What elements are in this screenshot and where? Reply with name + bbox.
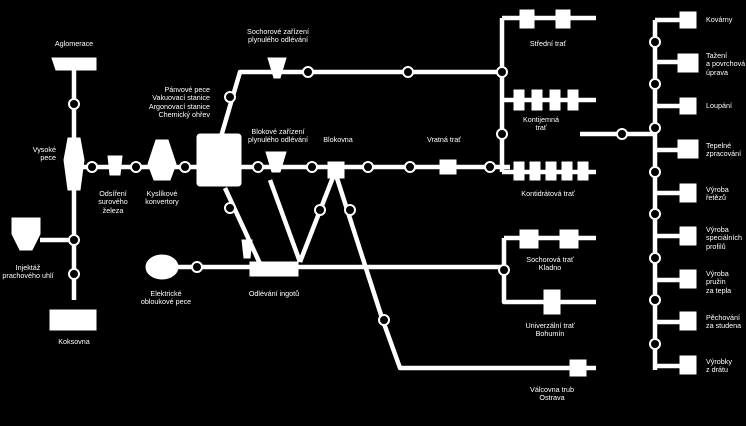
label-sochorove-zarizeni: Sochorové zařízení plynulého odlévání bbox=[247, 27, 309, 45]
label-sochorova-trat: Sochorová trať Kladno bbox=[526, 255, 574, 273]
wire-rod-mill-icon bbox=[513, 161, 525, 181]
node bbox=[496, 128, 508, 140]
node bbox=[402, 66, 414, 78]
label-koksovna: Koksovna bbox=[58, 337, 90, 346]
label-aglomerace: Aglomerace bbox=[54, 39, 94, 48]
desulfurization-icon bbox=[107, 155, 123, 176]
bloom-caster-icon bbox=[265, 151, 287, 173]
heat-treatment-icon bbox=[677, 139, 699, 159]
label-vysoke-pece: Vysoké pece bbox=[32, 145, 56, 163]
label-valcovna-trub: Válcovna trub Ostrava bbox=[530, 385, 574, 403]
universal-mill-icon bbox=[543, 289, 561, 315]
sinter-plant-icon bbox=[51, 57, 97, 71]
node bbox=[68, 268, 80, 280]
node bbox=[314, 204, 326, 216]
injection-icon bbox=[11, 217, 41, 251]
node bbox=[649, 78, 661, 90]
label-elektricke: Elektrické obloukové pece bbox=[140, 289, 192, 307]
label-loupani: Loupání bbox=[706, 101, 732, 110]
node bbox=[86, 161, 98, 173]
node bbox=[224, 91, 236, 103]
converter-icon bbox=[147, 139, 177, 181]
node bbox=[252, 161, 264, 173]
node bbox=[191, 261, 203, 273]
node bbox=[306, 161, 318, 173]
node bbox=[616, 128, 628, 140]
continuous-mill-icon bbox=[513, 89, 525, 111]
peeling-icon bbox=[679, 97, 697, 115]
node bbox=[302, 66, 314, 78]
node bbox=[404, 161, 416, 173]
node bbox=[649, 208, 661, 220]
label-kontijemna-trat: Kontijemná trať bbox=[523, 115, 559, 133]
electric-arc-furnace-icon bbox=[145, 254, 179, 280]
node bbox=[649, 36, 661, 48]
tube-mill-icon bbox=[569, 359, 587, 377]
node bbox=[484, 161, 496, 173]
blast-furnace-icon bbox=[63, 137, 85, 191]
label-odlevani-ingotu: Odlévání ingotů bbox=[248, 289, 300, 298]
node bbox=[224, 202, 236, 214]
label-blokove-zarizeni: Blokové zařízení plynulého odlévání bbox=[248, 127, 308, 145]
blooming-mill-icon bbox=[327, 161, 345, 179]
node bbox=[649, 122, 661, 134]
label-pechovani: Pěchování za studena bbox=[706, 313, 742, 331]
medium-mill-icon bbox=[519, 9, 535, 29]
ladle-furnace-block bbox=[196, 133, 242, 187]
node bbox=[649, 166, 661, 178]
node bbox=[130, 161, 142, 173]
ingot-casting-icon bbox=[249, 261, 299, 277]
label-vratna-trat: Vratná trať bbox=[427, 135, 461, 144]
coke-plant-icon bbox=[49, 309, 97, 331]
label-univerzalni-trat: Univerzální trať Bohumín bbox=[525, 321, 575, 339]
node bbox=[68, 234, 80, 246]
node bbox=[344, 204, 356, 216]
cold-heading-icon bbox=[679, 311, 697, 331]
label-kyslikove: Kyslíkové konvertory bbox=[145, 189, 179, 207]
label-blokovna: Blokovna bbox=[323, 135, 353, 144]
label-vyroba-profilu: Výroba speciálních profilů bbox=[706, 225, 742, 251]
node bbox=[498, 264, 510, 276]
wire-products-icon bbox=[679, 355, 697, 375]
node bbox=[362, 161, 374, 173]
hot-springs-icon bbox=[679, 269, 697, 289]
label-odsireni: Odsíření surového železa bbox=[98, 189, 128, 215]
label-injektaz: Injektáž prachového uhlí bbox=[2, 263, 54, 281]
node bbox=[649, 338, 661, 350]
label-panvove: Pánvové pece Vakuovací stanice Argonovac… bbox=[148, 85, 210, 120]
node bbox=[68, 98, 80, 110]
node bbox=[378, 314, 390, 326]
forging-icon bbox=[679, 11, 697, 29]
billet-caster-icon bbox=[267, 57, 287, 79]
node bbox=[496, 66, 508, 78]
node bbox=[649, 252, 661, 264]
junction-nodes bbox=[68, 36, 661, 350]
label-kovarny: Kovárny bbox=[706, 15, 733, 24]
drawing-icon bbox=[677, 53, 699, 73]
label-vyroba-retezu: Výroba řetězů bbox=[706, 185, 729, 203]
special-profiles-icon bbox=[679, 226, 697, 246]
label-tepelne: Tepelné zpracování bbox=[706, 141, 742, 159]
label-vyroba-pruzin: Výroba pružin za tepla bbox=[706, 269, 732, 295]
chain-production-icon bbox=[679, 183, 697, 203]
billet-mill-icon bbox=[519, 229, 539, 249]
label-stredni-trat: Střední trať bbox=[529, 39, 567, 48]
label-vyrobky-z-dratu: Výrobky z drátu bbox=[706, 357, 732, 375]
reversing-mill-icon bbox=[439, 159, 457, 175]
label-tazeni: Tažení a povrchová úprava bbox=[706, 51, 746, 77]
node bbox=[179, 161, 191, 173]
label-kontidratova-trat: Kontidrátová trať bbox=[521, 189, 575, 198]
node bbox=[649, 294, 661, 306]
